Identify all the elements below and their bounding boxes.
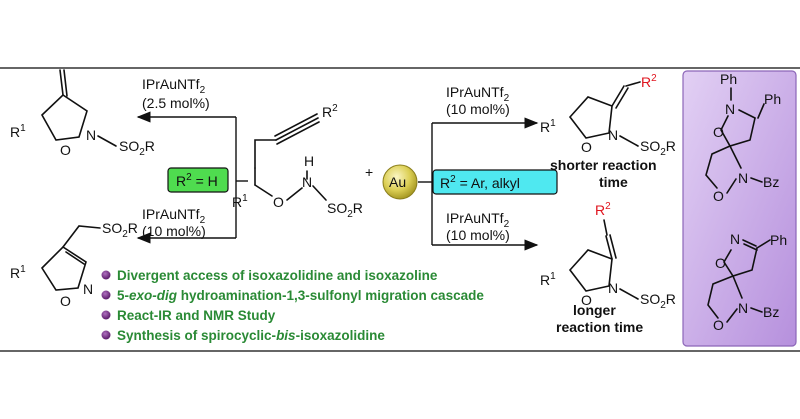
longer-time-line1: longer — [573, 302, 616, 318]
catalyst-label-br: IPrAuNTf2 — [446, 210, 510, 230]
svg-text:Au: Au — [389, 174, 406, 190]
product-alkylidene-isoxazolidine-top: R2 R1 O N SO2R — [540, 73, 676, 158]
product-so2r-label-bottom: SO2R — [640, 291, 676, 311]
catalyst-label-tl: IPrAuNTf2 — [142, 76, 206, 96]
svg-text:React-IR and NMR Study: React-IR and NMR Study — [117, 308, 276, 323]
product-o-label-top: O — [581, 139, 592, 155]
substrate-r1-label: R1 — [232, 193, 248, 210]
o-label-1: O — [713, 124, 724, 140]
product-n-label-bottom: N — [608, 280, 618, 296]
r1-label: R1 — [10, 123, 26, 140]
n-label-4: N — [738, 300, 748, 316]
ring-n-label-2: N — [83, 281, 93, 297]
right-branch-arrows — [418, 117, 539, 251]
product-r2-label-bottom: R2 — [595, 201, 611, 218]
product-alkylidene-isoxazolidine-bottom: R2 R1 O N SO2R — [540, 201, 676, 311]
product-methylene-isoxazolidine: R1 O N SO2R — [10, 69, 155, 158]
loading-label-tl: (2.5 mol%) — [142, 95, 210, 111]
bz-label-1: Bz — [763, 174, 779, 190]
r2-ar-alkyl-box: R2 = Ar, alkyl — [432, 169, 558, 195]
catalyst-label-tr: IPrAuNTf2 — [446, 84, 510, 104]
plus-sign: + — [365, 164, 373, 180]
n-label-2: N — [738, 170, 748, 186]
product-r2-label-top: R2 — [641, 73, 657, 90]
spiro-bis-isoxazolidine: Ph N Ph O O N Bz — [705, 71, 781, 204]
svg-text:Synthesis of spirocyclic-bis-i: Synthesis of spirocyclic-bis-isoxazolidi… — [117, 328, 385, 343]
so2r-label-2: SO2R — [102, 220, 138, 240]
substrate-so2r-label: SO2R — [327, 200, 363, 220]
product-n-label-top: N — [608, 127, 618, 143]
r2-h-box: R2 = H — [167, 167, 229, 193]
ring-o-label: O — [60, 142, 71, 158]
product-isoxazoline: SO2R R1 O N — [10, 220, 138, 309]
bullet-item: 5-exo-dig hydroamination-1,3-sulfonyl mi… — [101, 288, 484, 303]
spiro-isoxazoline-isoxazolidine: N Ph O O N Bz — [707, 231, 787, 333]
bullet-item: Synthesis of spirocyclic-bis-isoxazolidi… — [101, 328, 385, 343]
substrate-alkynyl-sulfonamide: R2 R1 O N H SO2R — [232, 103, 363, 220]
svg-text:5-exo-dig hydroamination-1,3-s: 5-exo-dig hydroamination-1,3-sulfonyl mi… — [117, 288, 484, 303]
n-label-3: N — [730, 231, 740, 247]
svg-text:Divergent access of isoxazolid: Divergent access of isoxazolidine and is… — [117, 268, 438, 283]
spiro-compounds-panel: Ph N Ph O O N Bz N Ph O O N — [682, 70, 797, 347]
substrate-h-label: H — [304, 153, 314, 169]
substrate-o-label: O — [273, 194, 284, 210]
gold-catalyst-ball: Au — [382, 164, 418, 200]
o-label-2: O — [713, 188, 724, 204]
product-r1-label-bottom: R1 — [540, 271, 556, 288]
ph-label-1: Ph — [720, 71, 737, 87]
n-label-1: N — [725, 101, 735, 117]
shorter-time-line1: shorter reaction — [550, 157, 657, 173]
loading-label-tr: (10 mol%) — [446, 101, 510, 117]
bz-label-2: Bz — [763, 304, 779, 320]
loading-label-bl: (10 mol%) — [142, 223, 206, 239]
bullet-list: Divergent access of isoxazolidine and is… — [101, 268, 484, 343]
r1-label-2: R1 — [10, 264, 26, 281]
loading-label-br: (10 mol%) — [446, 227, 510, 243]
shorter-time-line2: time — [599, 174, 628, 190]
svg-text:R2 = H: R2 = H — [176, 172, 218, 189]
ph-label-2: Ph — [764, 91, 781, 107]
bullet-item: React-IR and NMR Study — [101, 308, 276, 323]
ring-n-label: N — [86, 127, 96, 143]
bullet-item: Divergent access of isoxazolidine and is… — [101, 268, 438, 283]
o-label-4: O — [713, 317, 724, 333]
svg-text:R2 = Ar, alkyl: R2 = Ar, alkyl — [440, 174, 520, 191]
ph-label-3: Ph — [770, 232, 787, 248]
ring-o-label-2: O — [60, 293, 71, 309]
o-label-3: O — [715, 255, 726, 271]
longer-time-line2: reaction time — [556, 319, 643, 335]
so2r-label: SO2R — [119, 138, 155, 158]
substrate-n-label: N — [302, 174, 312, 190]
catalyst-label-bl: IPrAuNTf2 — [142, 206, 206, 226]
product-r1-label-top: R1 — [540, 118, 556, 135]
product-so2r-label-top: SO2R — [640, 138, 676, 158]
substrate-r2-label: R2 — [322, 103, 338, 120]
product-o-label-bottom: O — [581, 292, 592, 308]
left-branch-arrows — [136, 111, 248, 244]
